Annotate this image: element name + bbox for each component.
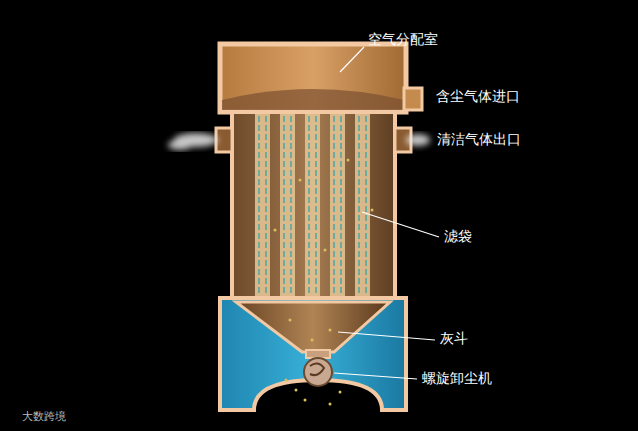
air-chamber xyxy=(220,44,406,112)
lower-housing xyxy=(220,298,406,410)
filter-housing xyxy=(232,112,395,299)
part-label: 空气分配室 xyxy=(368,31,438,48)
part-label: 滤袋 xyxy=(444,228,472,245)
hopper-neck xyxy=(306,350,330,358)
chamber-floor xyxy=(222,89,404,110)
part-label: 清洁气体出口 xyxy=(437,131,521,148)
screw-spiral xyxy=(310,363,324,375)
part-label: 含尘气体进口 xyxy=(436,88,520,105)
dust-particles xyxy=(261,149,374,406)
outlet-left xyxy=(216,128,232,152)
clean-gas-puffs xyxy=(168,133,430,150)
filter-bags xyxy=(255,114,370,320)
ash-hopper xyxy=(236,302,390,352)
part-label: 螺旋卸尘机 xyxy=(422,370,492,387)
leader-lines xyxy=(334,47,439,379)
part-label: 灰斗 xyxy=(440,330,468,347)
inlet-pipe xyxy=(404,88,422,110)
watermark: 大数跨境 xyxy=(22,410,66,423)
screw-discharger xyxy=(304,358,332,386)
